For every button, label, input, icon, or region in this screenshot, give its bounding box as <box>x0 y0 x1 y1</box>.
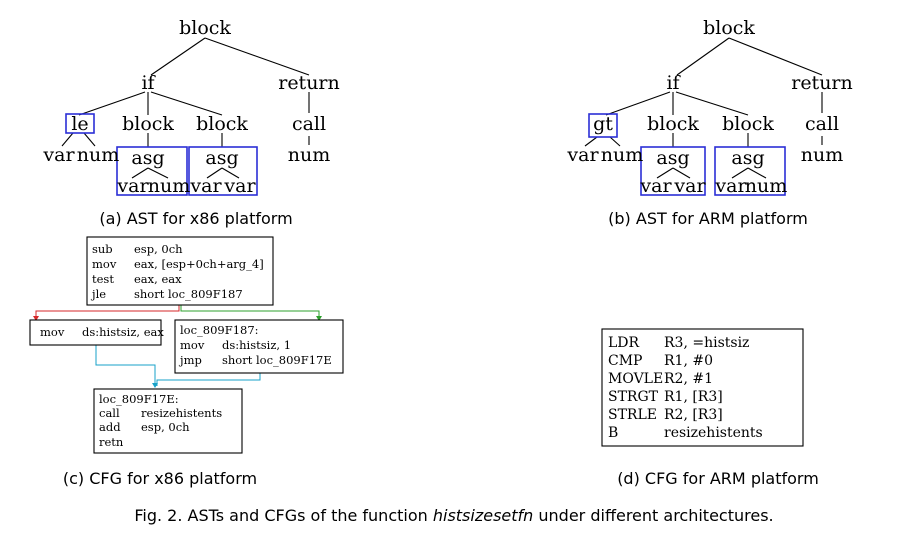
ast-node-asg: asg <box>131 147 164 169</box>
asm-arg: esp, 0ch <box>134 242 183 256</box>
ast-node-return: return <box>791 72 853 94</box>
asm-op: add <box>99 420 121 434</box>
asm-arg: eax, eax <box>134 272 182 286</box>
asm-arg: eax, [esp+0ch+arg_4] <box>134 257 264 271</box>
asm-arg: ds:histsiz, eax <box>82 325 164 339</box>
asg1-highlight-box <box>640 146 706 196</box>
cfg-x86: sub esp, 0ch mov eax, [esp+0ch+arg_4] te… <box>29 236 344 488</box>
asm-arg: ds:histsiz, 1 <box>222 338 291 352</box>
asm-op: MOVLE <box>608 371 663 387</box>
ast-leaf-var: var <box>223 175 256 197</box>
ast-leaf-num: num <box>288 144 331 166</box>
arrowhead <box>316 316 322 321</box>
asg2-highlight-box <box>714 146 786 196</box>
asm-arg: resizehistents <box>141 406 222 420</box>
cond-highlight-box <box>65 113 95 134</box>
asm-op: B <box>608 425 618 441</box>
cond-highlight-box <box>588 113 618 138</box>
asm-op: mov <box>40 325 65 339</box>
ast-node-asg: asg <box>731 147 764 169</box>
ast-node-block: block <box>122 113 174 135</box>
asm-label: loc_809F17E: <box>99 392 179 406</box>
cfg-arm-block <box>601 328 804 447</box>
ast-node-block: block <box>196 113 248 135</box>
asm-op: CMP <box>608 353 642 369</box>
ast-leaf-num: num <box>601 144 644 166</box>
subcaption-d: (d) CFG for ARM platform <box>617 469 819 488</box>
asm-op: mov <box>180 338 205 352</box>
ast-leaf-var: var <box>673 175 706 197</box>
ast-node-call: call <box>805 113 839 135</box>
figure-caption: Fig. 2. ASTs and CFGs of the function hi… <box>134 506 773 525</box>
ast-node-block: block <box>722 113 774 135</box>
cfg-block-exit <box>93 388 243 454</box>
ast-leaf-num: num <box>745 175 788 197</box>
cfg-edge-taken-arrow <box>180 305 320 319</box>
cfg-edge-jump-arrow <box>156 373 261 386</box>
figure-caption-function-name: histsizesetfn <box>433 506 533 525</box>
ast-node-root: block <box>179 17 231 39</box>
asg1-highlight-box <box>116 146 188 196</box>
asm-arg: R1, [R3] <box>664 389 723 405</box>
cfg-block-taken <box>174 319 344 374</box>
cfg-block-fallthrough <box>29 319 162 346</box>
ast-node-return: return <box>278 72 340 94</box>
asm-op: jmp <box>178 353 202 367</box>
asm-op: mov <box>92 257 117 271</box>
ast-x86: block if return le block block call var … <box>42 17 339 228</box>
ast-node-asg: asg <box>205 147 238 169</box>
asm-arg: esp, 0ch <box>141 420 190 434</box>
ast-leaf-var: var <box>566 144 599 166</box>
asm-op: STRLE <box>608 407 657 423</box>
ast-node-if: if <box>141 72 156 94</box>
asm-op: call <box>99 406 120 420</box>
asm-arg: R2, #1 <box>664 371 713 387</box>
asm-op: test <box>92 272 114 286</box>
asm-arg: R1, #0 <box>664 353 713 369</box>
ast-node-call: call <box>292 113 326 135</box>
subcaption-c: (c) CFG for x86 platform <box>63 469 257 488</box>
ast-leaf-var: var <box>116 175 149 197</box>
asm-op: LDR <box>608 335 640 351</box>
figure-caption-prefix: Fig. 2. ASTs and CFGs of the function <box>134 506 433 525</box>
ast-leaf-var: var <box>42 144 75 166</box>
asm-arg: resizehistents <box>664 425 763 441</box>
ast-node-cond: le <box>71 113 88 135</box>
subcaption-b: (b) AST for ARM platform <box>608 209 808 228</box>
ast-node-block: block <box>647 113 699 135</box>
asm-arg: short loc_809F17E <box>222 353 332 367</box>
asm-arg: short loc_809F187 <box>134 287 243 301</box>
asm-op: sub <box>92 242 113 256</box>
asg2-highlight-box <box>188 146 258 196</box>
ast-node-asg: asg <box>656 147 689 169</box>
asm-label: loc_809F187: <box>180 323 259 337</box>
cfg-edge-fallthrough-arrow <box>35 305 180 319</box>
asm-op: retn <box>99 435 124 449</box>
subcaption-a: (a) AST for x86 platform <box>99 209 292 228</box>
cfg-block-entry-lines: sub esp, 0ch mov eax, [esp+0ch+arg_4] te… <box>90 242 264 301</box>
cfg-arm: LDR R3, =histsiz CMP R1, #0 MOVLE R2, #1… <box>601 328 819 488</box>
asm-arg: R3, =histsiz <box>664 335 749 351</box>
ast-leaf-num: num <box>148 175 191 197</box>
asm-op: jle <box>90 287 106 301</box>
ast-node-if: if <box>666 72 681 94</box>
arrowhead <box>33 316 39 321</box>
ast-leaf-num: num <box>801 144 844 166</box>
figure-caption-suffix: under different architectures. <box>533 506 773 525</box>
asm-arg: R2, [R3] <box>664 407 723 423</box>
ast-leaf-var: var <box>714 175 747 197</box>
ast-arm: block if return gt block block call var … <box>566 17 852 228</box>
ast-leaf-var: var <box>639 175 672 197</box>
cfg-block-entry <box>86 236 274 306</box>
ast-leaf-var: var <box>189 175 222 197</box>
ast-node-root: block <box>703 17 755 39</box>
cfg-edge-jump-arrow <box>95 345 156 386</box>
asm-op: STRGT <box>608 389 659 405</box>
ast-node-cond: gt <box>593 113 613 135</box>
ast-leaf-num: num <box>77 144 120 166</box>
